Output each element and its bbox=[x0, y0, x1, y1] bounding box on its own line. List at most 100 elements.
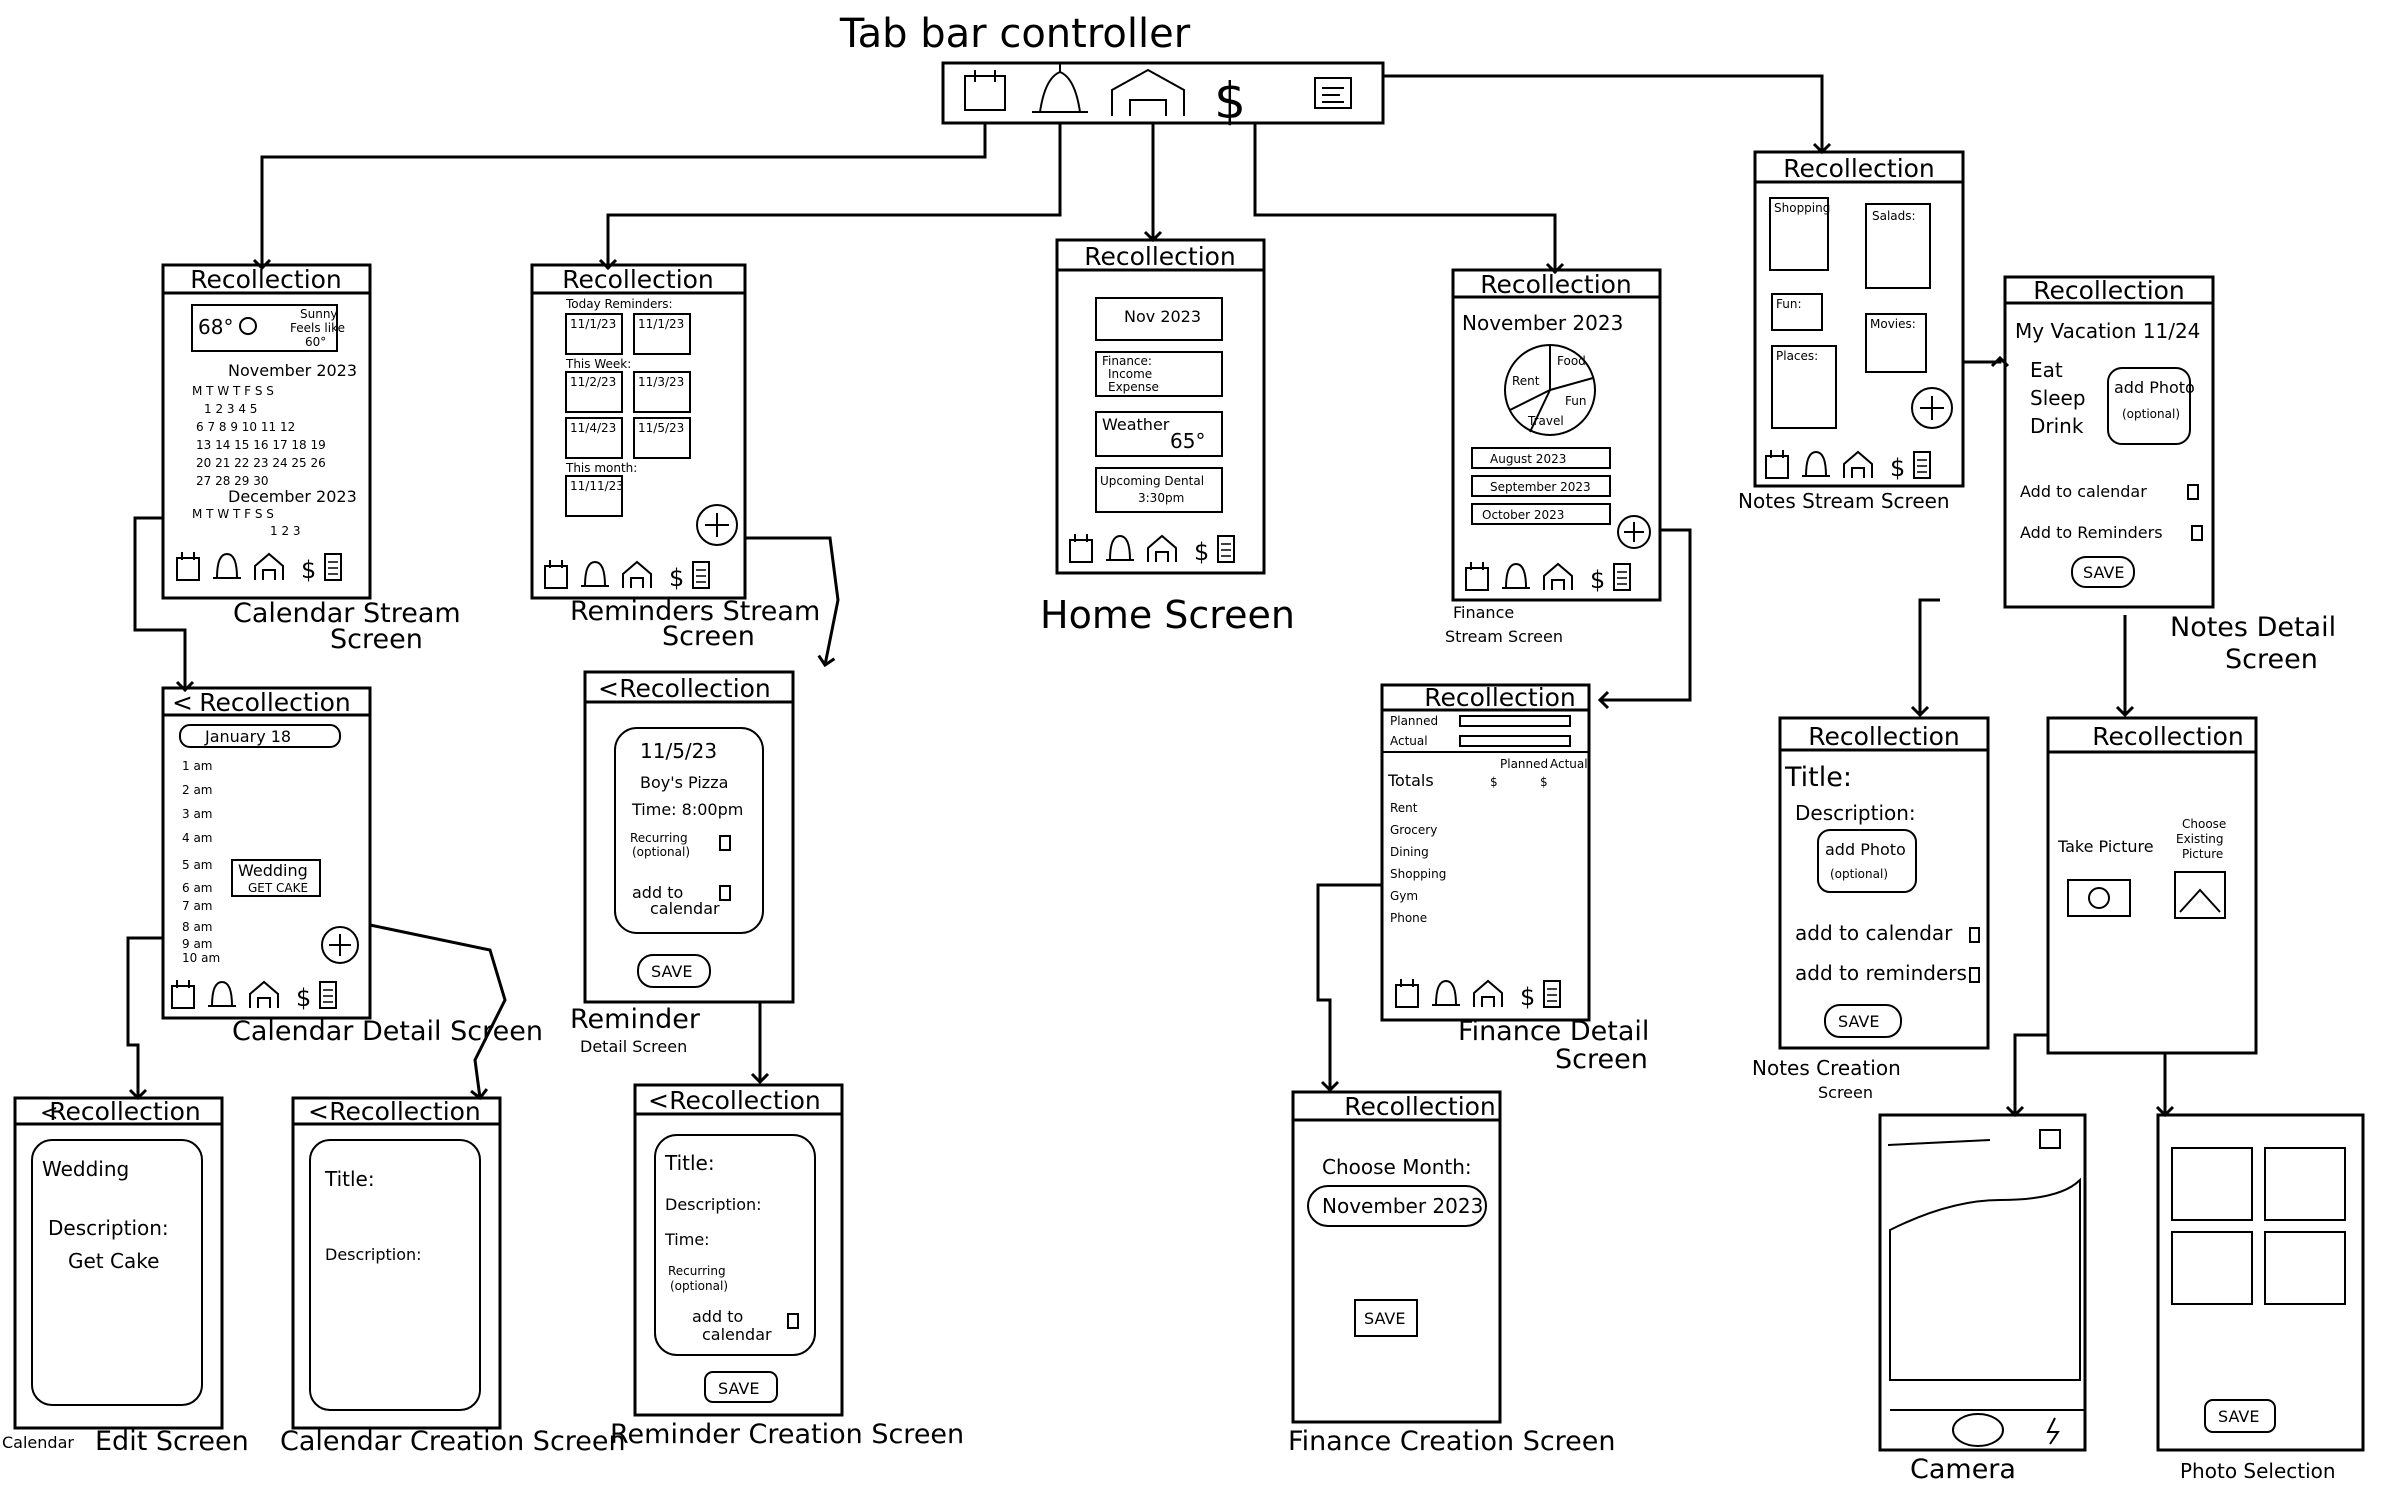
add-icon bbox=[321, 926, 359, 964]
screen-label: Calendar Detail Screen bbox=[232, 1016, 543, 1047]
svg-text:7 am: 7 am bbox=[182, 899, 213, 913]
svg-text:11/5/23: 11/5/23 bbox=[638, 421, 684, 435]
connector bbox=[1910, 598, 1940, 718]
connector bbox=[1963, 355, 2010, 368]
svg-text:Rent: Rent bbox=[1390, 801, 1418, 815]
svg-text:$: $ bbox=[1540, 775, 1548, 789]
save-button: SAVE bbox=[2218, 1407, 2259, 1426]
svg-text:Picture: Picture bbox=[2182, 847, 2223, 861]
save-button: SAVE bbox=[1838, 1012, 1879, 1031]
reminder-detail-screen: Recollection < 11/5/23 Boy's Pizza Time:… bbox=[570, 670, 795, 1056]
svg-text:Today Reminders:: Today Reminders: bbox=[565, 297, 673, 311]
screen-title: Recollection bbox=[1084, 242, 1236, 271]
svg-text:8 am: 8 am bbox=[182, 920, 213, 934]
screen-title: Recollection bbox=[1783, 154, 1935, 183]
svg-text:Add to calendar: Add to calendar bbox=[2020, 482, 2147, 501]
screen-title: Recollection bbox=[199, 688, 351, 717]
svg-text:Income: Income bbox=[1108, 367, 1152, 381]
finance-stream-screen: Recollection November 2023 Food Rent Fun… bbox=[1445, 268, 1662, 646]
svg-text:11/2/23: 11/2/23 bbox=[570, 375, 616, 389]
svg-text:(optional): (optional) bbox=[632, 845, 690, 859]
svg-text:My Vacation 11/24: My Vacation 11/24 bbox=[2015, 319, 2200, 343]
svg-text:September 2023: September 2023 bbox=[1490, 480, 1591, 494]
connector bbox=[126, 936, 163, 1101]
add-icon bbox=[696, 504, 738, 546]
svg-text:11/1/23: 11/1/23 bbox=[570, 317, 616, 331]
back-chevron-icon: < bbox=[308, 1097, 329, 1126]
svg-text:Title:: Title: bbox=[664, 1151, 715, 1175]
tab-bar-mini bbox=[1465, 561, 1631, 595]
back-chevron-icon: < bbox=[172, 688, 193, 717]
month-heading: November 2023 bbox=[228, 361, 357, 380]
connector bbox=[745, 536, 840, 668]
screen-title: Recollection bbox=[1480, 270, 1632, 299]
screen-title: Recollection bbox=[1344, 1092, 1496, 1121]
screen-title: Recollection bbox=[1424, 683, 1576, 712]
svg-text:2 am: 2 am bbox=[182, 783, 213, 797]
photo-thumb bbox=[2171, 1231, 2253, 1305]
calendar-icon bbox=[964, 70, 1006, 111]
svg-text:Fun: Fun bbox=[1565, 394, 1586, 408]
svg-text:Get Cake: Get Cake bbox=[68, 1249, 159, 1273]
notes-stream-screen: Recollection Shopping Salads: Fun: Movie… bbox=[1738, 150, 1965, 513]
svg-text:Planned: Planned bbox=[1390, 714, 1438, 728]
svg-text:October 2023: October 2023 bbox=[1482, 508, 1564, 522]
svg-text:M T W T F S S: M T W T F S S bbox=[192, 507, 274, 521]
home-icon bbox=[1111, 68, 1185, 116]
screen-label: Calendar Creation Screen bbox=[280, 1426, 626, 1457]
pie-chart bbox=[1504, 344, 1596, 436]
screen-title: Recollection bbox=[669, 1086, 821, 1115]
flash-icon bbox=[2046, 1417, 2060, 1445]
svg-text:add to: add to bbox=[632, 883, 683, 902]
svg-text:Weather: Weather bbox=[1102, 415, 1170, 434]
reminders-stream-screen: Recollection Today Reminders: 11/1/23 11… bbox=[530, 263, 820, 652]
svg-text:Planned: Planned bbox=[1500, 757, 1548, 771]
svg-text:11/5/23: 11/5/23 bbox=[640, 739, 717, 763]
back-chevron-icon: < bbox=[40, 1101, 58, 1126]
screen-label: Reminder Creation Screen bbox=[610, 1419, 964, 1450]
finance-detail-screen: Recollection Planned Actual Planned Actu… bbox=[1380, 683, 1649, 1075]
svg-text:Finance:: Finance: bbox=[1102, 354, 1152, 368]
svg-text:Eat: Eat bbox=[2030, 358, 2063, 382]
dollar-icon: $ bbox=[1214, 72, 1246, 130]
svg-text:add to: add to bbox=[692, 1307, 743, 1326]
screen-label: Screen bbox=[1555, 1044, 1648, 1075]
svg-text:10 am: 10 am bbox=[182, 951, 220, 965]
svg-text:1 2 3 4 5: 1 2 3 4 5 bbox=[204, 402, 257, 416]
svg-text:$: $ bbox=[1214, 72, 1246, 130]
svg-text:6 7 8 9 10 11 12: 6 7 8 9 10 11 12 bbox=[196, 420, 295, 434]
tab-bar-connectors bbox=[252, 74, 1832, 275]
tab-bar-mini bbox=[176, 551, 342, 585]
screen-title: Recollection bbox=[619, 674, 771, 703]
screen-label: Screen bbox=[330, 624, 423, 655]
add-icon bbox=[1911, 387, 1953, 429]
tab-bar-mini bbox=[1395, 978, 1561, 1012]
svg-text:$: $ bbox=[1490, 775, 1498, 789]
svg-text:1 2 3: 1 2 3 bbox=[270, 524, 301, 538]
screen-title: Recollection bbox=[562, 265, 714, 294]
svg-text:Boy's Pizza: Boy's Pizza bbox=[640, 773, 728, 792]
svg-text:Gym: Gym bbox=[1390, 889, 1418, 903]
svg-text:Calendar: Calendar bbox=[2, 1433, 74, 1452]
svg-text:January 18: January 18 bbox=[204, 727, 291, 746]
save-button: SAVE bbox=[2083, 563, 2124, 582]
tab-bar-title: Tab bar controller bbox=[839, 11, 1191, 57]
add-icon bbox=[1617, 515, 1651, 549]
sun-icon bbox=[239, 317, 257, 335]
shutter-button[interactable] bbox=[1952, 1413, 2004, 1447]
screen-label: Edit Screen bbox=[95, 1426, 249, 1457]
photo-thumb bbox=[2264, 1231, 2346, 1305]
screen-title: Recollection bbox=[49, 1097, 201, 1126]
svg-text:Travel: Travel bbox=[1527, 414, 1564, 428]
svg-text:11/3/23: 11/3/23 bbox=[638, 375, 684, 389]
svg-text:(optional): (optional) bbox=[1830, 867, 1888, 881]
svg-text:Totals: Totals bbox=[1387, 771, 1434, 790]
svg-text:Nov 2023: Nov 2023 bbox=[1124, 307, 1201, 326]
svg-text:Description:: Description: bbox=[48, 1216, 169, 1240]
svg-text:Actual: Actual bbox=[1550, 757, 1588, 771]
svg-text:Time: 8:00pm: Time: 8:00pm bbox=[631, 800, 743, 819]
screen-label: Screen bbox=[662, 621, 755, 652]
connector bbox=[133, 516, 195, 693]
svg-text:Choose Month:: Choose Month: bbox=[1322, 1155, 1472, 1179]
